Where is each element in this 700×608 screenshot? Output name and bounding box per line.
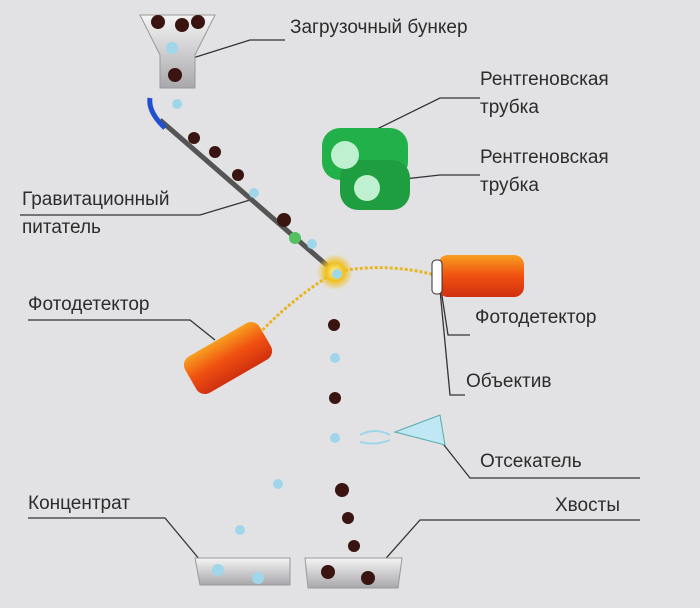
label-line: трубка: [480, 97, 539, 118]
photodetector-left-icon: [183, 321, 273, 395]
label-photodetector-left: Фотодетектор: [28, 294, 150, 315]
label-ejector: Отсекатель: [480, 451, 582, 472]
label-xray-tube-1: Рентгеновская трубка: [480, 66, 609, 122]
label-line: Гравитационный: [22, 189, 170, 210]
label-hopper: Загрузочный бункер: [290, 17, 468, 38]
falling-particles: [235, 319, 360, 552]
xray-tube-icon: [322, 128, 410, 210]
concentrate-bin: [194, 557, 291, 586]
tailings-bin: [304, 557, 403, 589]
ejector-nozzle-icon: [359, 414, 446, 446]
label-line: Рентгеновская: [480, 147, 609, 168]
gravity-feeder: [147, 97, 332, 270]
label-feeder: Гравитационный питатель: [22, 186, 169, 242]
loading-hopper: [139, 14, 216, 109]
label-tailings: Хвосты: [555, 495, 620, 516]
label-line: Рентгеновская: [480, 69, 609, 90]
label-xray-tube-2: Рентгеновская трубка: [480, 144, 609, 200]
label-lens: Объектив: [466, 371, 552, 392]
label-photodetector-right: Фотодетектор: [475, 307, 597, 328]
label-line: питатель: [22, 217, 101, 238]
photodetector-right-icon: [431, 255, 524, 297]
label-concentrate: Концентрат: [28, 493, 130, 514]
label-line: трубка: [480, 175, 539, 196]
